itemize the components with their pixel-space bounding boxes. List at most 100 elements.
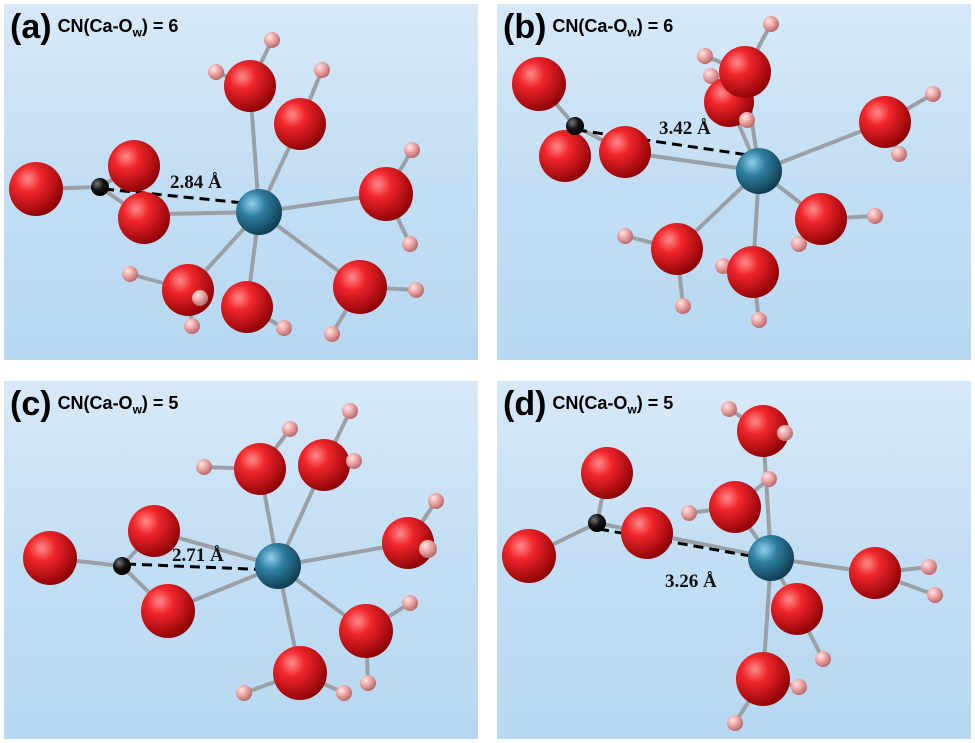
oxygen-atom (221, 281, 273, 333)
oxygen-atom (141, 584, 195, 638)
oxygen-atom (502, 529, 556, 583)
panel-c-header: (c)CN(Ca-Ow) = 5 (10, 385, 178, 424)
calcium-atom (736, 148, 782, 194)
oxygen-atom (737, 405, 789, 457)
hydrogen-atom (815, 651, 831, 667)
hydrogen-atom (314, 62, 330, 78)
hydrogen-atom (867, 208, 883, 224)
hydrogen-atom (697, 48, 713, 64)
hydrogen-atom (721, 401, 737, 417)
oxygen-atom (9, 162, 63, 216)
oxygen-atom (512, 57, 566, 111)
panel-c-cn-suffix: ) = 5 (141, 392, 179, 413)
panel-d-molecule: 3.26 Å (502, 401, 943, 731)
panel-b-distance-line (576, 128, 756, 158)
hydrogen-atom (675, 298, 691, 314)
oxygen-atom (339, 604, 393, 658)
oxygen-atom (727, 246, 779, 298)
hydrogen-atom (208, 64, 224, 80)
hydrogen-atom (791, 236, 807, 252)
oxygen-atom (128, 505, 180, 557)
oxygen-atom (224, 60, 276, 112)
panel-d-cn-suffix: ) = 5 (636, 392, 674, 413)
oxygen-atom (849, 547, 901, 599)
hydrogen-atom (715, 258, 731, 274)
oxygen-atom (599, 126, 651, 178)
panel-b-header: (b)CN(Ca-Ow) = 6 (503, 8, 673, 47)
oxygen-atom (359, 167, 413, 221)
panel-b-cn-label: CN(Ca-Ow) = 6 (552, 15, 673, 40)
oxygen-atom (736, 652, 790, 706)
panel-c-letter: (c) (10, 385, 52, 423)
panel-d-header: (d)CN(Ca-Ow) = 5 (503, 385, 673, 424)
calcium-atom (748, 535, 794, 581)
hydrogen-atom (264, 32, 280, 48)
hydrogen-atom (921, 559, 937, 575)
oxygen-atom (162, 264, 214, 316)
panel-d: (d)CN(Ca-Ow) = 5 (497, 381, 971, 739)
hydrogen-atom (324, 326, 340, 342)
oxygen-atom (709, 481, 761, 533)
panel-d-cn-sub: w (627, 402, 637, 417)
panel-c-cn-label: CN(Ca-Ow) = 5 (57, 392, 179, 417)
oxygen-atom (298, 439, 350, 491)
hydrogen-atom (763, 16, 779, 32)
panel-d-distance-label: 3.26 Å (665, 571, 717, 592)
calcium-atom (255, 543, 301, 589)
panel-a-cn-sub: w (132, 25, 142, 40)
panel-a-distance-label: 2.84 Å (170, 172, 222, 193)
panel-a-header: (a)CN(Ca-Ow) = 6 (10, 8, 178, 47)
hydrogen-atom (419, 540, 437, 558)
oxygen-atom (795, 193, 847, 245)
panel-b-cn-sub: w (627, 25, 637, 40)
hydrogen-atom (408, 282, 424, 298)
panel-a: (a)CN(Ca-Ow) = 6 (4, 4, 478, 360)
hydrogen-atom (925, 86, 941, 102)
carbon-atom (588, 514, 606, 532)
oxygen-atom (333, 260, 387, 314)
oxygen-atom (621, 507, 673, 559)
panel-d-cn-label: CN(Ca-Ow) = 5 (552, 392, 674, 417)
panel-c-cn-sub: w (132, 402, 142, 417)
hydrogen-atom (402, 236, 418, 252)
panel-a-molecule: 2.84 Å (9, 32, 424, 342)
hydrogen-atom (791, 679, 807, 695)
panel-b-distance-label: 3.42 Å (659, 118, 711, 139)
panel-b-letter: (b) (503, 8, 547, 46)
oxygen-atom (118, 192, 170, 244)
hydrogen-atom (617, 228, 633, 244)
panel-b-cn-prefix: CN(Ca-O (552, 15, 628, 36)
hydrogen-atom (428, 493, 444, 509)
oxygen-atom (108, 140, 160, 192)
oxygen-atom (771, 583, 823, 635)
panel-c-molecule: 2.71 Å (23, 403, 444, 701)
panel-a-letter: (a) (10, 8, 52, 46)
hydrogen-atom (192, 290, 208, 306)
panel-b: (b)CN(Ca-Ow) = 6 (497, 4, 971, 360)
panel-c-cn-prefix: CN(Ca-O (57, 392, 133, 413)
oxygen-atom (719, 46, 771, 98)
hydrogen-atom (681, 505, 697, 521)
panel-c-distance-label: 2.71 Å (172, 545, 224, 566)
panel-c-distance-line (125, 562, 275, 572)
hydrogen-atom (777, 425, 793, 441)
hydrogen-atom (282, 421, 298, 437)
hydrogen-atom (276, 320, 292, 336)
oxygen-atom (539, 130, 591, 182)
hydrogen-atom (727, 715, 743, 731)
panel-d-cn-prefix: CN(Ca-O (552, 392, 628, 413)
panel-a-cn-suffix: ) = 6 (141, 15, 179, 36)
panel-d-distance-line (598, 527, 768, 561)
panel-c: (c)CN(Ca-Ow) = 5 (4, 381, 478, 739)
oxygen-atom (234, 443, 286, 495)
panel-a-cn-prefix: CN(Ca-O (57, 15, 133, 36)
oxygen-atom (23, 531, 77, 585)
hydrogen-atom (336, 685, 352, 701)
hydrogen-atom (739, 112, 755, 128)
hydrogen-atom (927, 587, 943, 603)
hydrogen-atom (196, 459, 212, 475)
hydrogen-atom (751, 312, 767, 328)
oxygen-atom (273, 646, 327, 700)
hydrogen-atom (236, 685, 252, 701)
hydrogen-atom (122, 266, 138, 282)
